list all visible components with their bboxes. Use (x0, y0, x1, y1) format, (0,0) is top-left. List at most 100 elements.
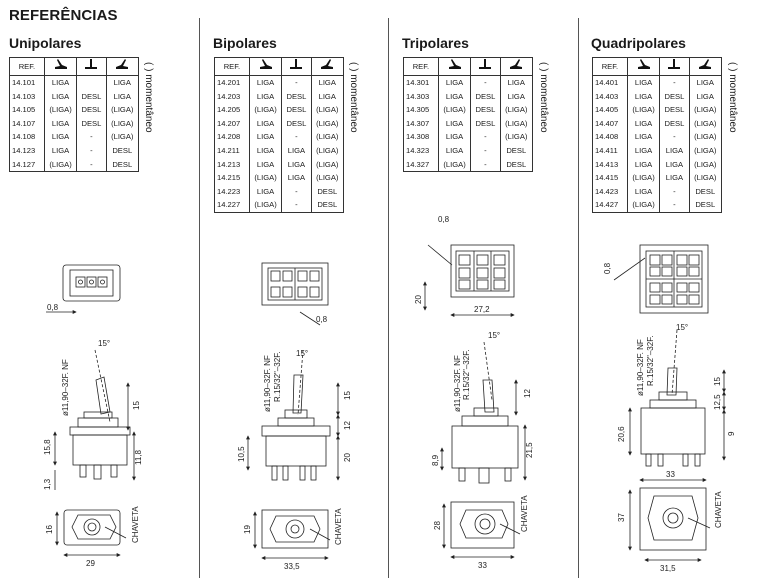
uni-side-view (53, 349, 136, 490)
position-value: LIGA (626, 130, 661, 144)
position-value: (LIGA) (43, 103, 78, 117)
position-value: (LIGA) (105, 103, 140, 117)
section-title-quadripolares: Quadripolares (591, 35, 686, 51)
position-value: LIGA (248, 130, 283, 144)
table-row: 14.327(LIGA)-DESL (403, 157, 534, 173)
position-value: LIGA (105, 89, 140, 104)
position-value: (LIGA) (499, 130, 534, 144)
position-value: DESL (688, 198, 723, 213)
position-value: (LIGA) (310, 103, 345, 117)
toggle-center-icon (470, 57, 501, 76)
toggle-left-icon (437, 57, 472, 76)
dim-label: 8,9 (431, 454, 440, 466)
dim-label: 19 (243, 525, 252, 534)
bi-side-view (246, 349, 340, 481)
position-value: LIGA (688, 89, 723, 104)
position-value: (LIGA) (437, 103, 472, 117)
section-title-unipolares: Unipolares (9, 35, 82, 51)
dim-label: 21,5 (525, 442, 534, 458)
position-value: LIGA (248, 157, 283, 172)
position-value: (LIGA) (310, 171, 345, 185)
position-value: LIGA (626, 143, 661, 158)
position-value: DESL (499, 143, 534, 158)
position-value: LIGA (499, 75, 534, 90)
dim-label: 12,5 (713, 394, 722, 410)
position-value: (LIGA) (626, 198, 661, 213)
position-value: LIGA (310, 89, 345, 104)
dim-label: ø11,90–32F. NF (263, 355, 272, 412)
dim-label: 15,8 (43, 439, 52, 455)
dim-label: ø11,90–32F. NF (636, 339, 645, 396)
dim-label: 20 (414, 295, 423, 304)
momentaneo-note: ( ) momentâneo (538, 62, 549, 133)
dim-label: 37 (617, 513, 626, 522)
column-divider (578, 18, 579, 578)
dim-label: 9 (727, 431, 736, 436)
position-value: LIGA (248, 75, 283, 90)
position-value: LIGA (626, 116, 661, 131)
dim-label: 15° (676, 323, 688, 332)
tri-top-view (423, 244, 515, 317)
page-title: REFERÊNCIAS (9, 7, 118, 24)
position-value: (LIGA) (688, 157, 723, 172)
dim-label: CHAVETA (334, 508, 343, 545)
position-value: LIGA (43, 75, 78, 90)
dim-label: 20 (343, 453, 352, 462)
dim-label: 0,8 (316, 315, 328, 324)
position-value: LIGA (437, 143, 472, 158)
position-value: (LIGA) (437, 157, 472, 173)
tri-side-view (440, 341, 527, 484)
position-value: (LIGA) (688, 103, 723, 117)
momentaneo-note: ( ) momentâneo (348, 62, 359, 133)
toggle-right-icon (688, 57, 723, 76)
section-title-tripolares: Tripolares (402, 35, 469, 51)
position-value: LIGA (688, 75, 723, 90)
table-row: 14.205(LIGA)DESL(LIGA) (214, 103, 345, 117)
quad-top-view (613, 244, 709, 314)
dim-label: CHAVETA (714, 491, 723, 528)
position-value: (LIGA) (310, 143, 345, 158)
dim-label: R.15/32"–32F. (646, 336, 655, 386)
position-value: LIGA (310, 75, 345, 90)
table-row: 14.305(LIGA)DESL(LIGA) (403, 103, 534, 117)
position-value: LIGA (248, 184, 283, 199)
position-value: LIGA (437, 130, 472, 144)
bi-top-view (261, 262, 329, 326)
dim-label: 15 (713, 377, 722, 386)
position-value: (LIGA) (310, 130, 345, 144)
dim-label: 15° (488, 331, 500, 340)
dim-label: 0,8 (47, 303, 59, 312)
position-value: LIGA (499, 89, 534, 104)
position-value: LIGA (248, 89, 283, 104)
position-value: (LIGA) (248, 171, 283, 185)
section-title-bipolares: Bipolares (213, 35, 277, 51)
tri-bottom-view (442, 501, 521, 559)
position-value: DESL (688, 184, 723, 199)
position-value: (LIGA) (688, 171, 723, 185)
position-value: LIGA (105, 75, 140, 90)
dimension-labels: 0,8 15° ø11,90–32F. NF 15 15,8 11,8 1,3 … (43, 215, 736, 573)
toggle-left-icon (248, 57, 283, 76)
momentaneo-note: ( ) momentâneo (727, 62, 738, 133)
dim-label: 1,3 (43, 478, 52, 490)
toggle-right-icon (310, 57, 345, 76)
dim-label: 11,8 (134, 449, 143, 465)
momentaneo-note: ( ) momentâneo (143, 62, 154, 133)
uni-top-view (46, 264, 121, 314)
position-value: DESL (499, 157, 534, 173)
ref-header: REF. (9, 57, 45, 76)
position-value: (LIGA) (688, 116, 723, 131)
position-value: (LIGA) (105, 130, 140, 144)
